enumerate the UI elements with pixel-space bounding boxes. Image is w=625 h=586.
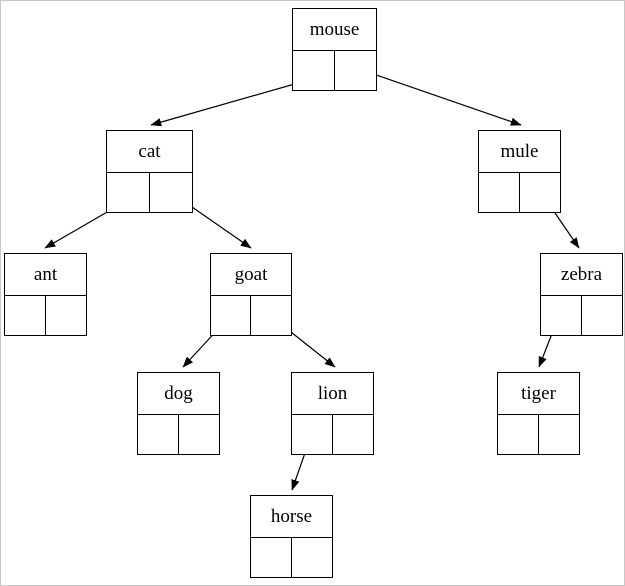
tree-node-pointer-cells [138,415,219,454]
tree-edge-mouse-mule [355,67,522,126]
right-pointer-cell[interactable] [582,296,623,335]
tree-node-mouse[interactable]: mouse [292,8,377,91]
tree-node-label: tiger [498,373,579,415]
tree-node-zebra[interactable]: zebra [540,253,623,336]
tree-node-pointer-cells [479,173,560,212]
tree-node-dog[interactable]: dog [137,372,220,455]
left-pointer-cell[interactable] [107,173,150,212]
tree-node-pointer-cells [211,296,291,335]
tree-node-pointer-cells [293,51,376,90]
tree-node-horse[interactable]: horse [250,495,333,578]
tree-node-pointer-cells [541,296,622,335]
tree-node-label: ant [5,254,86,296]
tree-node-pointer-cells [498,415,579,454]
left-pointer-cell[interactable] [293,51,335,90]
right-pointer-cell[interactable] [335,51,377,90]
tree-node-pointer-cells [292,415,373,454]
tree-node-label: lion [292,373,373,415]
left-pointer-cell[interactable] [541,296,582,335]
right-pointer-cell[interactable] [150,173,193,212]
tree-node-mule[interactable]: mule [478,130,561,213]
tree-node-pointer-cells [251,538,332,577]
left-pointer-cell[interactable] [292,415,333,454]
tree-node-label: dog [138,373,219,415]
tree-node-goat[interactable]: goat [210,253,292,336]
left-pointer-cell[interactable] [211,296,251,335]
left-pointer-cell[interactable] [479,173,520,212]
left-pointer-cell[interactable] [5,296,46,335]
left-pointer-cell[interactable] [138,415,179,454]
left-pointer-cell[interactable] [251,538,292,577]
tree-node-ant[interactable]: ant [4,253,87,336]
tree-node-pointer-cells [107,173,192,212]
tree-node-label: cat [107,131,192,173]
right-pointer-cell[interactable] [520,173,561,212]
tree-node-label: mouse [293,9,376,51]
right-pointer-cell[interactable] [251,296,291,335]
tree-node-label: goat [211,254,291,296]
right-pointer-cell[interactable] [333,415,374,454]
tree-node-cat[interactable]: cat [106,130,193,213]
right-pointer-cell[interactable] [539,415,580,454]
left-pointer-cell[interactable] [498,415,539,454]
tree-node-lion[interactable]: lion [291,372,374,455]
tree-node-label: horse [251,496,332,538]
right-pointer-cell[interactable] [292,538,333,577]
right-pointer-cell[interactable] [46,296,87,335]
tree-node-label: mule [479,131,560,173]
tree-node-pointer-cells [5,296,86,335]
tree-node-tiger[interactable]: tiger [497,372,580,455]
right-pointer-cell[interactable] [179,415,220,454]
tree-node-label: zebra [541,254,622,296]
